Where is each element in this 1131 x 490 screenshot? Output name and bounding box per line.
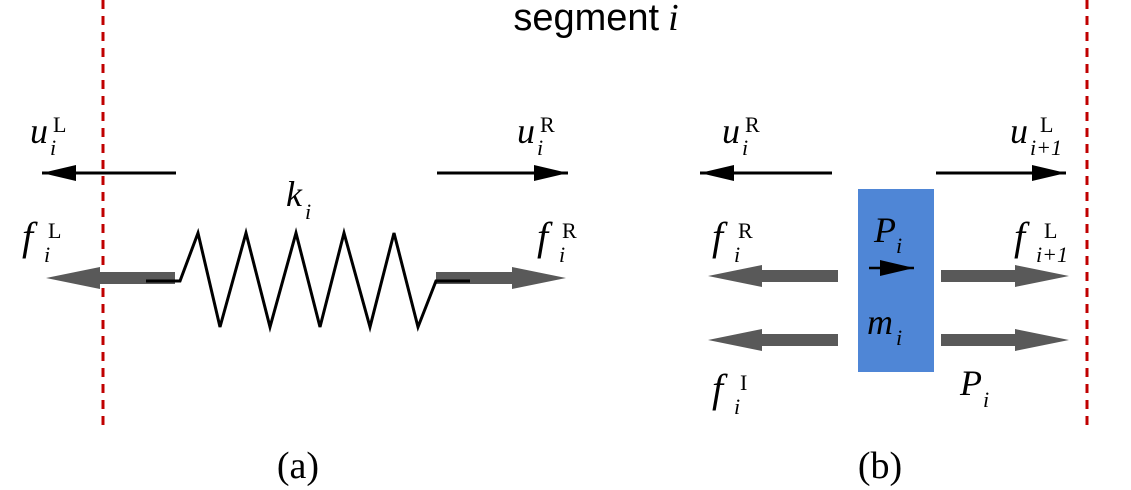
svg-text:f: f	[712, 214, 728, 259]
svg-text:f: f	[712, 366, 728, 411]
label-P-i-b: P i	[959, 363, 989, 412]
force-arrow-right-top-b	[941, 265, 1069, 287]
svg-text:P: P	[873, 210, 896, 250]
svg-text:u: u	[30, 111, 48, 151]
svg-text:R: R	[540, 112, 555, 137]
svg-text:f: f	[1014, 214, 1030, 259]
force-arrow-left-a	[46, 267, 175, 289]
svg-text:f: f	[22, 214, 38, 259]
label-k-i: k i	[286, 174, 311, 224]
caption-a: (a)	[277, 445, 319, 487]
label-u-i-R-a: u i R	[517, 111, 555, 160]
svg-text:L: L	[53, 112, 66, 137]
svg-text:i: i	[44, 242, 50, 267]
label-f-i-R-b: f i R	[712, 214, 753, 267]
svg-text:I: I	[740, 370, 747, 395]
force-arrow-left-top-b	[708, 265, 838, 287]
svg-text:i: i	[742, 135, 748, 160]
label-u-i-R-b: u i R	[722, 111, 760, 160]
svg-text:i: i	[983, 387, 989, 412]
svg-text:i: i	[559, 242, 565, 267]
force-arrow-right-a	[436, 267, 566, 289]
label-f-i-L-a: f i L	[22, 214, 61, 267]
svg-text:i: i	[734, 394, 740, 419]
label-f-i-I-b: f i I	[712, 366, 747, 419]
svg-text:R: R	[745, 112, 760, 137]
label-m-i-block: m i	[867, 302, 902, 350]
force-arrow-right-bottom-b	[941, 329, 1069, 351]
force-arrow-left-bottom-b	[708, 329, 838, 351]
label-u-i-L-a: u i L	[30, 111, 66, 160]
label-u-i1-L-b: u i+1 L	[1010, 111, 1062, 160]
svg-text:k: k	[286, 174, 303, 214]
svg-text:i: i	[896, 325, 902, 350]
svg-text:R: R	[562, 218, 577, 243]
mass-block	[858, 189, 934, 372]
label-f-i1-L-b: f i+1 L	[1014, 214, 1068, 267]
svg-text:m: m	[867, 302, 893, 342]
svg-text:i: i	[50, 135, 56, 160]
svg-text:u: u	[517, 111, 535, 151]
svg-text:i: i	[734, 242, 740, 267]
svg-text:P: P	[959, 363, 982, 403]
svg-text:L: L	[1044, 218, 1057, 243]
spring	[146, 227, 470, 333]
label-f-i-R-a: f i R	[537, 214, 577, 267]
svg-text:f: f	[537, 214, 553, 259]
svg-text:L: L	[48, 218, 61, 243]
svg-text:i: i	[896, 233, 902, 258]
svg-text:u: u	[1010, 111, 1028, 151]
svg-text:u: u	[722, 111, 740, 151]
svg-text:L: L	[1040, 112, 1053, 137]
svg-text:i: i	[537, 135, 543, 160]
svg-text:R: R	[738, 218, 753, 243]
svg-text:i+1: i+1	[1036, 242, 1068, 267]
svg-text:i: i	[305, 199, 311, 224]
label-P-i-block: P i	[873, 210, 902, 258]
svg-text:i+1: i+1	[1030, 135, 1062, 160]
caption-b: (b)	[858, 445, 902, 487]
